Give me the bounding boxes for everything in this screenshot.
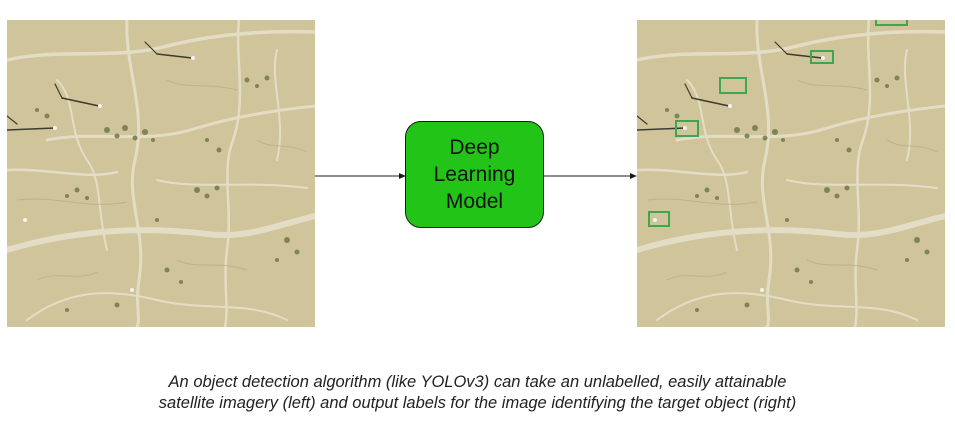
caption-line: An object detection algorithm (like YOLO… <box>168 373 787 391</box>
input-satellite-image <box>7 20 315 327</box>
model-label-line: Deep <box>449 136 500 159</box>
output-satellite-image <box>637 20 945 327</box>
model-label-line: Model <box>445 190 504 213</box>
detection-box <box>875 20 908 26</box>
satellite-terrain <box>637 20 945 327</box>
output-arrow <box>544 173 637 179</box>
deep-learning-model-box: Deep Learning Model <box>405 121 544 228</box>
model-label-line: Learning <box>433 163 516 186</box>
model-label: Deep Learning Model <box>434 134 516 215</box>
detection-box <box>719 77 747 94</box>
input-arrow <box>315 173 406 179</box>
detection-box <box>648 211 670 227</box>
figure-caption: An object detection algorithm (like YOLO… <box>40 372 915 414</box>
detection-box <box>810 50 834 64</box>
satellite-terrain <box>7 20 315 327</box>
detection-box <box>675 120 699 137</box>
caption-line: satellite imagery (left) and output labe… <box>158 394 797 412</box>
